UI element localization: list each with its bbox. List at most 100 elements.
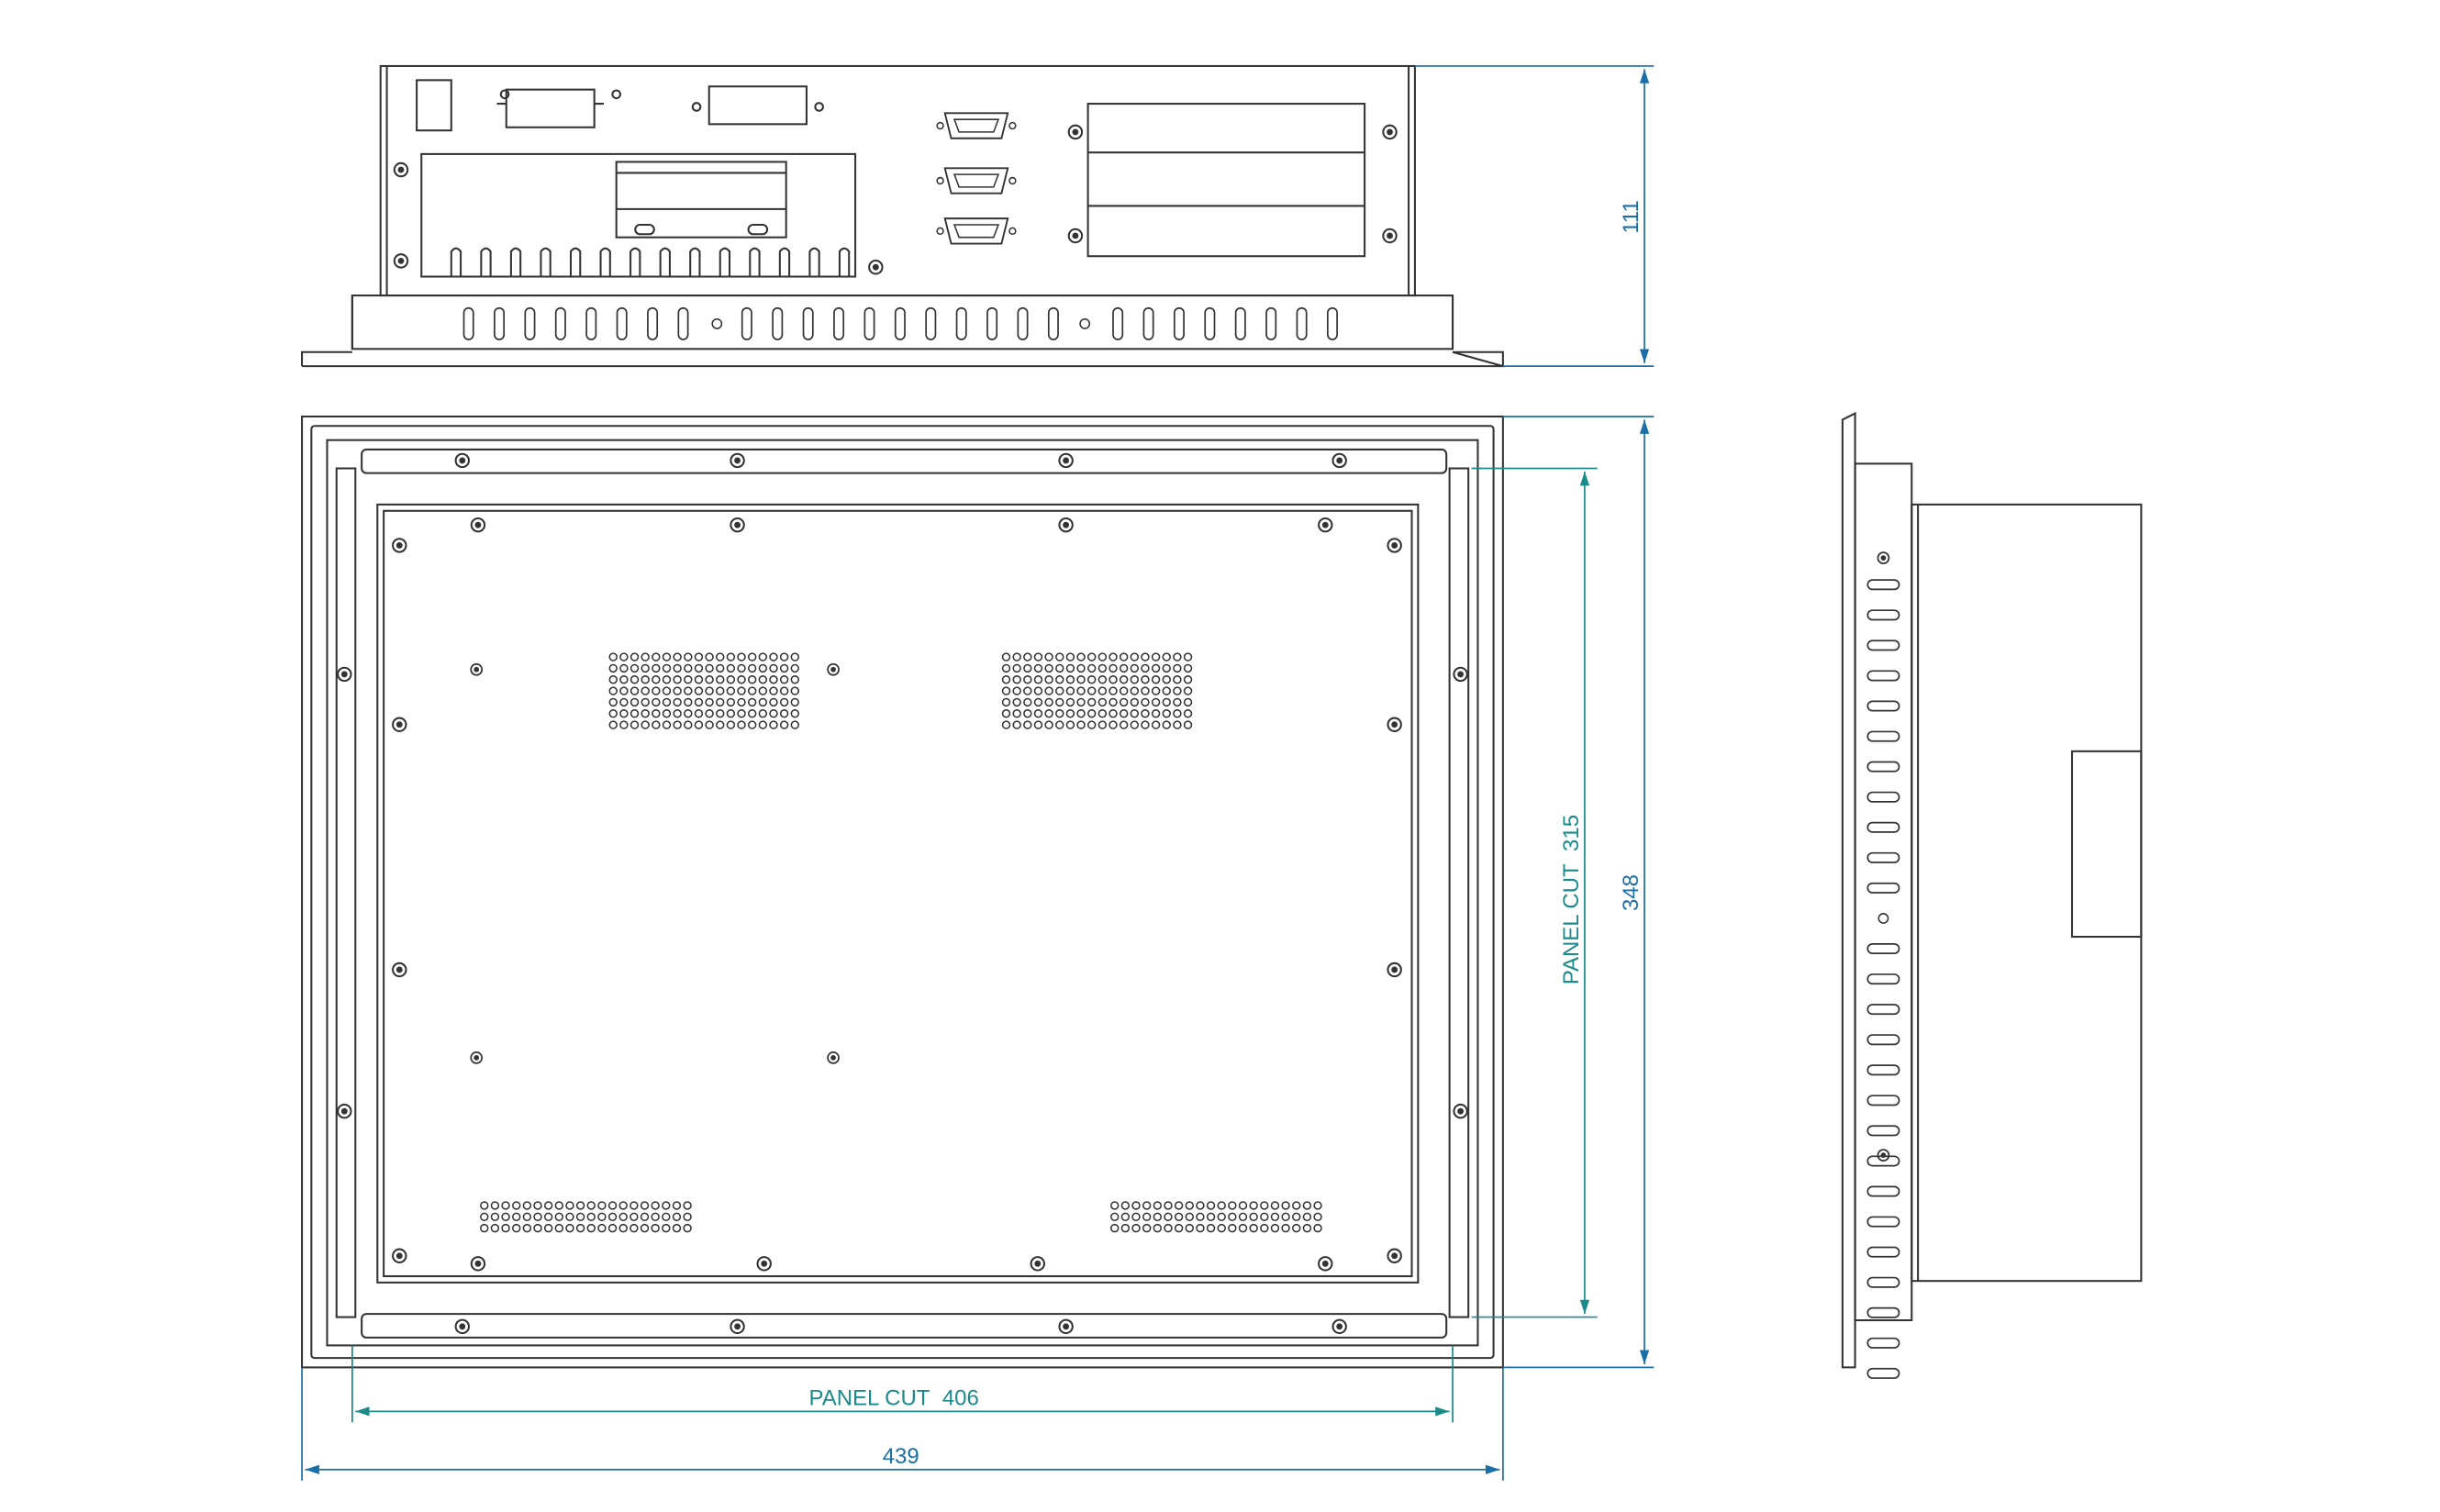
vent-hole [1142,1223,1152,1233]
vent-hole [1313,1223,1322,1233]
vent-hole [1249,1212,1258,1221]
vent-hole [1164,1223,1173,1233]
vent-hole [716,663,725,673]
vent-hole [619,652,629,662]
vent-hole [747,686,757,695]
vent-hole [1162,652,1171,662]
vent-hole [1260,1223,1269,1233]
vent-hole [1302,1201,1312,1210]
vent-hole [1185,1212,1194,1221]
screw-icon [337,1103,352,1119]
vent-hole [629,652,640,662]
vent-hole [662,1223,671,1233]
screw-icon [730,452,745,469]
vent-hole [607,1223,618,1233]
psu-vent-finger [629,247,641,277]
screw-icon [1058,1318,1074,1335]
vent-hole [758,686,768,695]
psu-vent-finger [480,247,492,277]
vent-hole [1065,652,1075,662]
screw-icon [393,253,409,269]
vent-hole [1260,1201,1269,1210]
vent-hole [1044,697,1053,707]
vent-hole [779,686,789,695]
vent-hole [640,1212,650,1221]
vent-hole [1033,720,1043,729]
vent-hole [1164,1201,1173,1210]
vent-hole [533,1201,542,1210]
vent-hole [597,1223,607,1233]
vent-slot [1866,1367,1900,1379]
vent-hole [1119,652,1129,662]
vent-hole [1076,675,1086,684]
vent-slot [986,306,998,340]
vent-hole [522,1201,532,1210]
vent-hole [1141,686,1150,695]
vent-slot [1265,306,1277,340]
vent-hole [747,663,757,673]
vent-hole [1173,720,1182,729]
vent-hole [543,1223,553,1233]
vent-hole [1162,675,1171,684]
vent-hole [1228,1201,1237,1210]
vent-hole [758,675,768,684]
vent-slot [741,306,752,340]
vent-hole [1249,1223,1258,1233]
vent-hole [737,720,746,729]
vent-hole [1173,652,1182,662]
vent-slot [647,306,659,340]
vent-hole [1023,663,1032,673]
serial-port-icon [936,217,1017,245]
psu-vent-finger [689,247,701,277]
vent-slot [1866,1095,1900,1106]
vent-hole [1076,709,1086,718]
screw-icon [1877,1149,1890,1162]
vent-slot [1204,306,1216,340]
vent-hole [1055,697,1064,707]
vent-hole [1217,1212,1226,1221]
vent-hole [1313,1201,1322,1210]
side-view [1841,411,2143,1369]
vent-hole [652,686,661,695]
vent-hole [1076,663,1086,673]
vent-hole [684,686,693,695]
vent-hole [758,697,768,707]
vent-hole [683,1201,692,1210]
vent-hole [1260,1212,1269,1221]
vent-hole [779,697,789,707]
dimension-lines [301,65,1655,1481]
serial-port-icon [936,112,1017,139]
rear-view-vent-holes [480,652,1322,1233]
vent-slot [1866,1125,1900,1137]
screw-icon [730,1318,745,1335]
vent-hole [618,1201,628,1210]
vent-slot [1142,306,1154,340]
vent-hole [673,675,682,684]
vent-hole [1033,686,1043,695]
vent-hole [1097,686,1108,695]
vent-hole [1196,1201,1205,1210]
vent-hole [705,652,714,662]
vent-hole [1183,686,1193,695]
vent-hole [672,1223,682,1233]
vent-hole [652,663,661,673]
vent-slot [1866,1034,1900,1046]
vent-hole [716,675,725,684]
screw-icon [392,1248,407,1263]
vent-hole [672,1201,682,1210]
vent-hole [1153,1201,1163,1210]
standoff-icon [470,1051,484,1064]
vent-hole [1270,1201,1280,1210]
vent-hole [1044,709,1053,718]
vent-hole [1270,1223,1280,1233]
hole-icon [1877,913,1889,924]
vent-slot [1326,306,1338,340]
vent-hole [586,1212,596,1221]
psu-vent-finger [719,247,731,277]
vent-hole [1097,697,1108,707]
vent-hole [726,720,736,729]
hole-icon [1079,317,1091,329]
vent-hole [790,663,799,673]
vent-hole [1217,1223,1226,1233]
vent-hole [716,686,725,695]
